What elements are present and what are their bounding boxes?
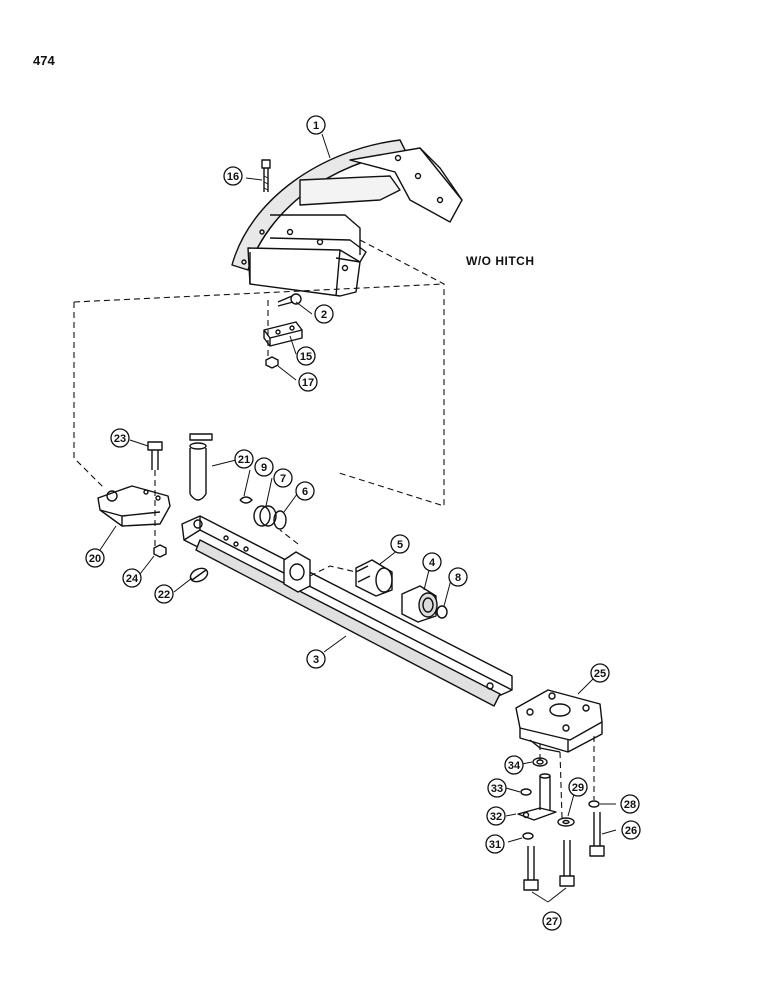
svg-text:25: 25 bbox=[594, 668, 606, 680]
callout-27: 28 bbox=[620, 794, 640, 814]
leader-lines bbox=[99, 133, 617, 903]
part-29-washer bbox=[557, 817, 575, 827]
callout-4: 4 bbox=[422, 552, 442, 572]
part-32-pin-plate bbox=[517, 773, 557, 821]
part-6-ring bbox=[273, 510, 287, 530]
svg-text:24: 24 bbox=[126, 573, 139, 585]
svg-text:32: 32 bbox=[490, 811, 502, 823]
callout-26: 26 bbox=[621, 820, 641, 840]
callouts: 1 16 2 15 17 23 21 9 7 6 20 24 22 5 4 8 … bbox=[85, 115, 641, 931]
svg-text:31: 31 bbox=[489, 839, 501, 851]
svg-text:3: 3 bbox=[313, 654, 319, 666]
part-1-drawbar-support bbox=[231, 139, 463, 297]
svg-text:1: 1 bbox=[313, 120, 319, 132]
callout-23: 23 bbox=[110, 428, 130, 448]
assembly-guides bbox=[73, 239, 595, 819]
part-27-washer bbox=[588, 800, 600, 808]
callout-34: 34 bbox=[504, 755, 524, 775]
callout-25: 25 bbox=[590, 663, 610, 683]
part-7-bushing bbox=[253, 505, 277, 527]
svg-text:7: 7 bbox=[280, 473, 286, 485]
svg-text:9: 9 bbox=[261, 462, 267, 474]
part-20-clevis bbox=[97, 485, 171, 527]
part-9-clip bbox=[239, 496, 253, 504]
svg-text:23: 23 bbox=[114, 433, 126, 445]
part-33-washer bbox=[520, 788, 532, 796]
part-26-bolt bbox=[589, 812, 605, 857]
callout-28: 27 bbox=[542, 911, 562, 931]
svg-text:29: 29 bbox=[572, 782, 584, 794]
svg-text:5: 5 bbox=[397, 539, 403, 551]
part-16-bolt bbox=[261, 159, 271, 192]
callout-3: 3 bbox=[306, 649, 326, 669]
callout-33: 33 bbox=[487, 778, 507, 798]
callout-6: 6 bbox=[295, 481, 315, 501]
callout-21: 21 bbox=[234, 449, 254, 469]
part-24-nut bbox=[153, 544, 167, 558]
svg-text:34: 34 bbox=[508, 760, 521, 772]
part-8-snap-ring bbox=[436, 605, 448, 619]
svg-text:15: 15 bbox=[300, 351, 312, 363]
svg-text:33: 33 bbox=[491, 783, 503, 795]
svg-text:26: 26 bbox=[625, 825, 637, 837]
svg-text:20: 20 bbox=[89, 553, 101, 565]
callout-24: 24 bbox=[122, 568, 142, 588]
svg-text:22: 22 bbox=[158, 589, 170, 601]
callout-2: 2 bbox=[314, 304, 334, 324]
callout-16: 16 bbox=[223, 166, 243, 186]
part-23-bolt bbox=[147, 441, 163, 470]
callout-32: 32 bbox=[486, 806, 506, 826]
svg-text:28: 28 bbox=[624, 799, 636, 811]
svg-text:2: 2 bbox=[321, 309, 327, 321]
part-15-plate bbox=[263, 321, 303, 347]
svg-text:8: 8 bbox=[455, 572, 461, 584]
callout-5: 5 bbox=[390, 534, 410, 554]
part-21-pin bbox=[189, 433, 213, 501]
variant-label: W/O HITCH bbox=[466, 254, 535, 268]
part-3-drawbar bbox=[181, 515, 513, 707]
part-28-bolts bbox=[523, 840, 575, 891]
callout-17: 17 bbox=[298, 372, 318, 392]
part-31-washer bbox=[522, 832, 534, 840]
callout-1: 1 bbox=[306, 115, 326, 135]
part-4-roller bbox=[401, 585, 438, 623]
callout-9: 9 bbox=[254, 457, 274, 477]
svg-text:6: 6 bbox=[302, 486, 308, 498]
svg-text:16: 16 bbox=[227, 171, 239, 183]
page-number: 474 bbox=[33, 53, 55, 68]
svg-text:27: 27 bbox=[546, 916, 558, 928]
callout-7: 7 bbox=[273, 468, 293, 488]
callout-29: 29 bbox=[568, 777, 588, 797]
part-22-clip bbox=[189, 567, 209, 583]
callout-20: 20 bbox=[85, 548, 105, 568]
part-2-bolt bbox=[277, 293, 302, 307]
svg-text:17: 17 bbox=[302, 377, 314, 389]
callout-31: 31 bbox=[485, 834, 505, 854]
part-5-stud bbox=[355, 559, 393, 597]
part-17-nut bbox=[265, 356, 279, 369]
callout-15: 15 bbox=[296, 346, 316, 366]
svg-text:21: 21 bbox=[238, 454, 250, 466]
callout-22: 22 bbox=[154, 584, 174, 604]
part-25-guide bbox=[515, 689, 603, 753]
svg-text:4: 4 bbox=[429, 557, 436, 569]
callout-8: 8 bbox=[448, 567, 468, 587]
